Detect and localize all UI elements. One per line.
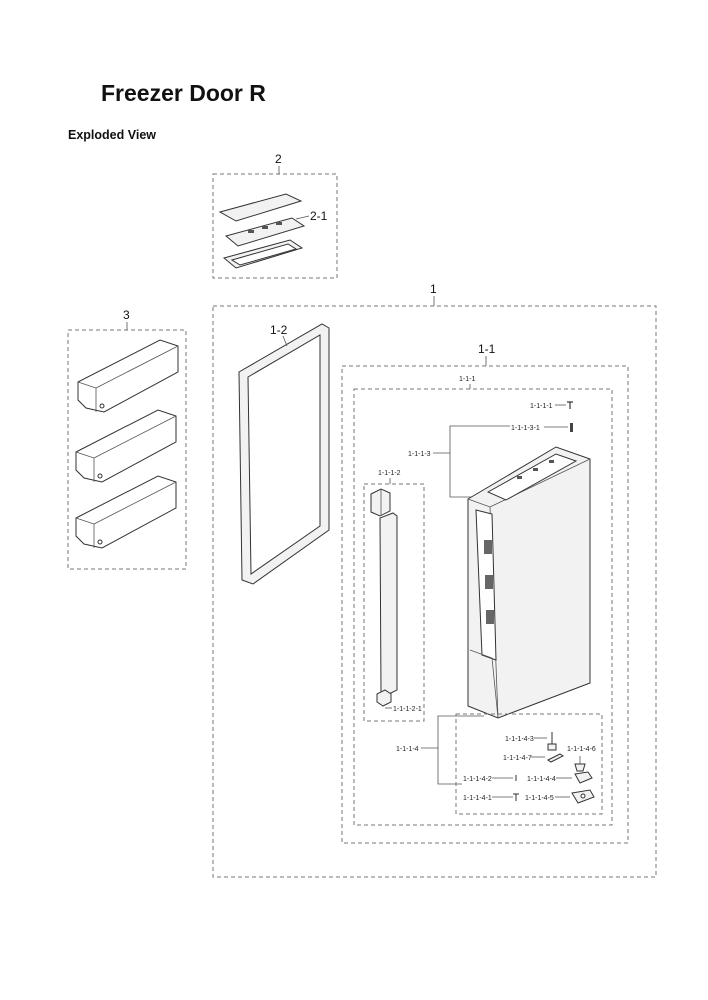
door-strip-part — [379, 512, 398, 697]
hinge-pin-part — [547, 732, 557, 751]
group-1-1-1-2-box — [363, 483, 425, 722]
label-1: 1 — [430, 282, 437, 296]
label-1-1-1-4-1: 1-1-1-4-1 — [463, 795, 492, 802]
group-2-box — [212, 173, 338, 279]
screw-part — [567, 401, 573, 409]
door-bin-part — [75, 475, 177, 549]
door-cap-part — [370, 488, 391, 517]
group-1-1-1-box — [353, 388, 613, 826]
group-1-box — [212, 305, 657, 878]
spring-part — [547, 753, 564, 763]
label-2-1: 2-1 — [310, 209, 328, 223]
label-3: 3 — [123, 308, 130, 322]
label-2: 2 — [275, 152, 282, 166]
door-bin-part — [77, 339, 179, 413]
panel-case-part — [222, 239, 304, 269]
label-1-1-1-4-4: 1-1-1-4-4 — [527, 776, 556, 783]
hinge-bracket-part — [571, 789, 595, 804]
label-1-1-1-1: 1-1-1-1 — [530, 403, 553, 410]
door-cap-bottom-part — [376, 689, 392, 707]
label-1-1-1-4-2: 1-1-1-4-2 — [463, 776, 492, 783]
label-1-1-1-4-5: 1-1-1-4-5 — [525, 795, 554, 802]
control-board-part — [224, 217, 306, 247]
label-1-1-1-3-1: 1-1-1-3-1 — [511, 425, 540, 432]
label-1-1: 1-1 — [478, 342, 496, 356]
label-1-1-1-4-7: 1-1-1-4-7 — [503, 755, 532, 762]
pin-part — [570, 423, 573, 432]
label-1-1-1-2-1: 1-1-1-2-1 — [393, 706, 422, 713]
freezer-door-body-part — [467, 446, 591, 719]
door-bin-part — [75, 409, 177, 483]
stopper-part — [574, 763, 586, 772]
label-1-1-1-4-3: 1-1-1-4-3 — [505, 736, 534, 743]
page-title: Freezer Door R — [101, 80, 266, 106]
label-1-1-1-4: 1-1-1-4 — [396, 746, 419, 753]
group-1-1-box — [341, 365, 629, 844]
label-1-1-1: 1-1-1 — [459, 376, 475, 383]
label-1-1-1-2: 1-1-1-2 — [378, 470, 401, 477]
bolt-part — [513, 793, 519, 801]
label-1-2: 1-2 — [270, 323, 288, 337]
cover-panel-part — [218, 193, 303, 222]
label-1-1-1-3: 1-1-1-3 — [408, 451, 431, 458]
door-gasket-part — [238, 323, 330, 585]
section-subtitle: Exploded View — [68, 128, 156, 142]
group-1-1-1-4-box — [455, 713, 603, 815]
label-1-1-1-4-6: 1-1-1-4-6 — [567, 746, 596, 753]
hinge-cover-part — [574, 771, 593, 784]
